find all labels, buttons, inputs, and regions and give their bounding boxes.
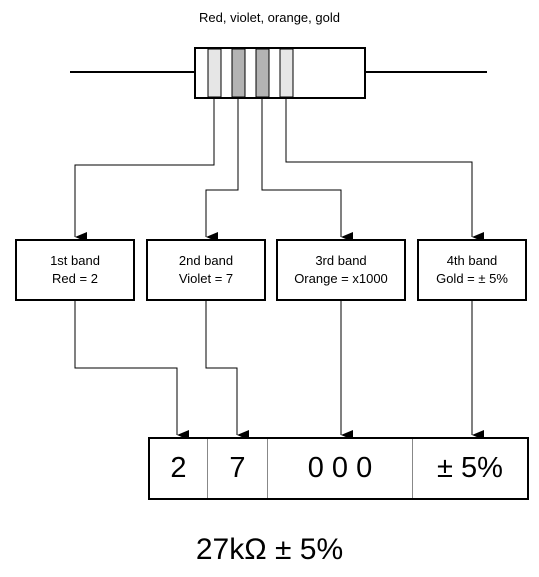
band-value: Violet = 7 <box>178 271 234 286</box>
band-value: Gold = ± 5% <box>436 271 508 286</box>
band-stripe-4 <box>279 48 294 98</box>
band-title: 2nd band <box>178 253 234 268</box>
band-title: 1st band <box>50 253 100 268</box>
band-stripe-2 <box>231 48 246 98</box>
result-cell-first-digit: 2 <box>150 439 208 498</box>
band-box-3: 3rd band Orange = x1000 <box>276 239 406 301</box>
connector-band-4 <box>285 98 484 242</box>
resistor-color-caption: Red, violet, orange, gold <box>199 10 340 25</box>
band-stripe-1 <box>207 48 222 98</box>
band-box-2: 2nd band Violet = 7 <box>146 239 266 301</box>
connector-band-1 <box>74 98 215 242</box>
band-title: 4th band <box>446 253 498 268</box>
band-stripe-3 <box>255 48 270 98</box>
connector-result-1 <box>74 301 189 440</box>
result-table: 2 7 0 0 0 ± 5% <box>148 437 529 500</box>
band-box-1: 1st band Red = 2 <box>15 239 135 301</box>
connector-band-2 <box>205 98 239 242</box>
connector-result-2 <box>205 301 249 440</box>
band-title: 3rd band <box>315 253 367 268</box>
band-box-4: 4th band Gold = ± 5% <box>417 239 527 301</box>
band-value: Red = 2 <box>52 271 98 286</box>
result-cell-second-digit: 7 <box>208 439 268 498</box>
band-value: Orange = x1000 <box>294 271 388 286</box>
connector-band-3 <box>261 98 353 242</box>
result-cell-tolerance: ± 5% <box>437 452 503 484</box>
result-cell-multiplier: 0 0 0 <box>268 439 413 498</box>
resistance-value: 27kΩ ± 5% <box>195 533 344 566</box>
